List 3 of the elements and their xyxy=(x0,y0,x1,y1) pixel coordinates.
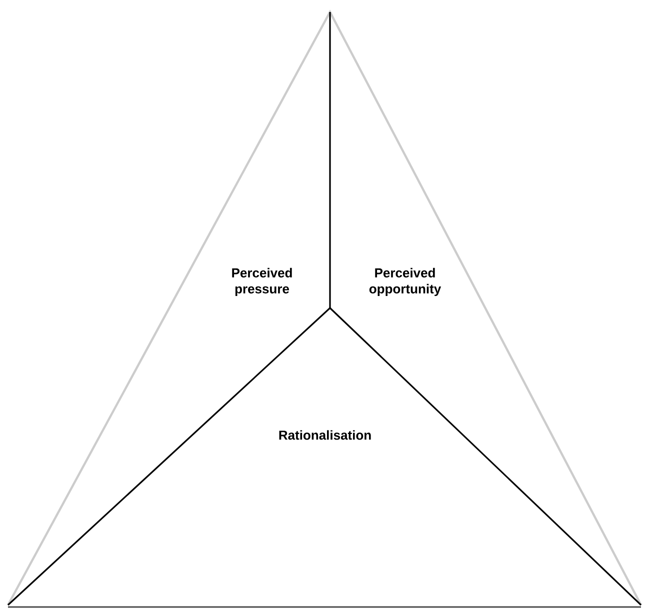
region-label: Perceived pressure xyxy=(232,268,292,296)
region-label: Perceived opportunity xyxy=(369,268,442,296)
region-label: Rationalisation xyxy=(279,430,371,440)
